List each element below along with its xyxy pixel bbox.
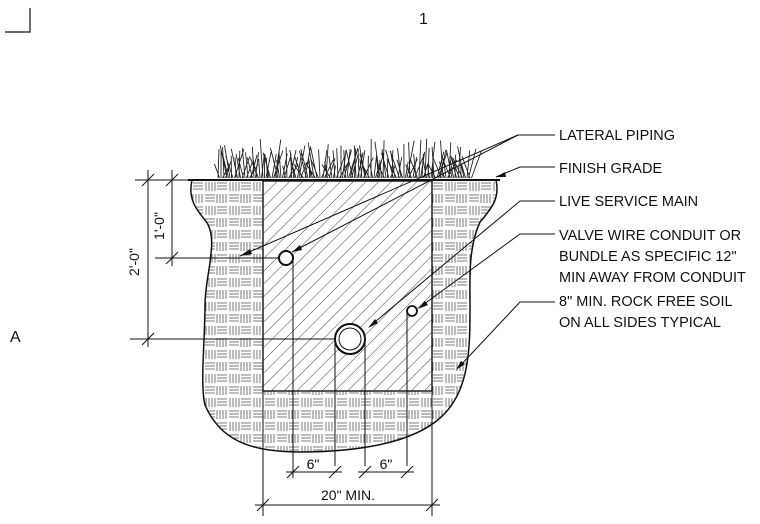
grass-blades — [213, 138, 482, 179]
callout-valve-wire-line3: MIN AWAY FROM CONDUIT — [559, 270, 746, 286]
callout-rock-free-line2: ON ALL SIDES TYPICAL — [559, 315, 721, 331]
sheet-corner-mark — [5, 8, 31, 33]
callout-lateral-piping: LATERAL PIPING — [559, 128, 675, 144]
callout-valve-wire-line2: BUNDLE AS SPECIFIC 12" — [559, 249, 737, 265]
callout-finish-grade: FINISH GRADE — [559, 161, 662, 177]
trench-width-label: 20" MIN. — [321, 487, 375, 503]
trench-hatch-fill — [263, 181, 432, 391]
grid-column-ref: 1 — [419, 11, 428, 28]
depth-dimensions — [130, 170, 336, 347]
callout-rock-free-line1: 8" MIN. ROCK FREE SOIL — [559, 294, 733, 310]
spacing-left-label: 6" — [307, 456, 320, 472]
turf-grass — [213, 138, 482, 179]
spacing-right-label: 6" — [380, 456, 393, 472]
bottom-dimensions — [255, 392, 440, 516]
leader-arrowheads — [240, 172, 506, 370]
callout-valve-wire-line1: VALVE WIRE CONDUIT OR — [559, 228, 741, 244]
callout-leaders — [239, 134, 555, 369]
depth-lateral-label: 1'-0" — [151, 212, 167, 240]
service-main-pipe — [334, 323, 366, 466]
valve-wire-conduit — [406, 305, 418, 466]
callout-live-service-main: LIVE SERVICE MAIN — [559, 194, 698, 210]
depth-main-label: 2'-0" — [126, 248, 142, 276]
grid-row-ref: A — [10, 329, 21, 346]
